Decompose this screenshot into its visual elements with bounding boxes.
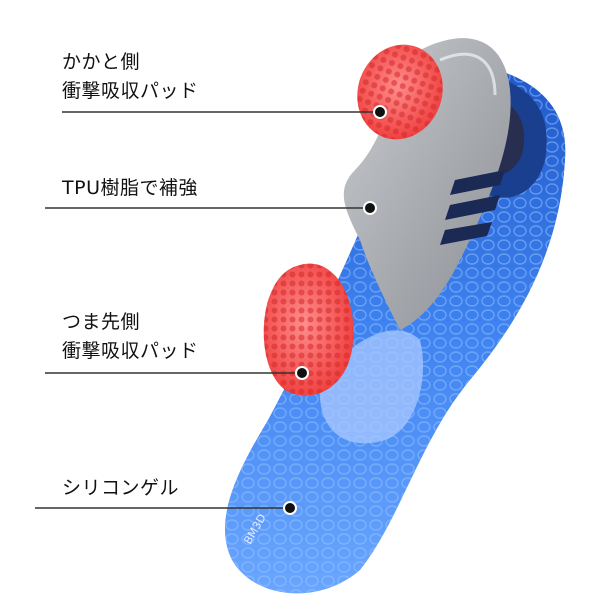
toe-pad bbox=[263, 263, 354, 396]
callout-heel-pad: かかと側 衝撃吸収パッド bbox=[62, 48, 199, 106]
leader-dot-toe bbox=[295, 366, 309, 380]
callout-toe-pad: つま先側 衝撃吸収パッド bbox=[62, 308, 199, 366]
callout-heel-line-1: かかと側 bbox=[62, 51, 141, 73]
leader-dot-tpu bbox=[363, 201, 377, 215]
callout-toe-line-1: つま先側 bbox=[62, 311, 141, 333]
callout-tpu: TPU樹脂で補強 bbox=[62, 174, 198, 203]
leader-dots bbox=[283, 105, 387, 515]
callout-tpu-line-1: TPU樹脂で補強 bbox=[62, 177, 198, 199]
callout-toe-line-2: 衝撃吸収パッド bbox=[62, 340, 199, 362]
leader-dot-gel bbox=[283, 501, 297, 515]
leader-lines bbox=[35, 111, 380, 509]
leader-dot-heel bbox=[373, 105, 387, 119]
tpu-reinforcement bbox=[343, 38, 511, 330]
callout-heel-line-2: 衝撃吸収パッド bbox=[62, 80, 199, 102]
callout-silicone-gel: シリコンゲル bbox=[62, 474, 179, 503]
callout-gel-line-1: シリコンゲル bbox=[62, 477, 180, 499]
